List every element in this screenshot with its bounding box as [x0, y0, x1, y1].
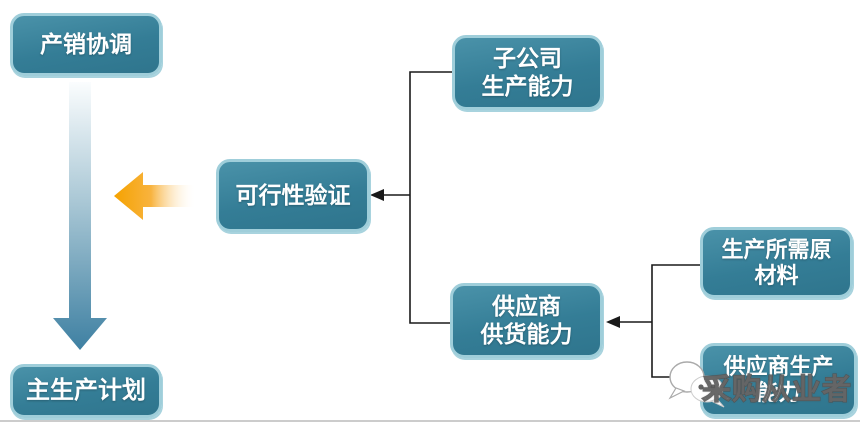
arrowhead-supplier: [606, 316, 620, 328]
node-feasibility-verification: 可行性验证: [216, 159, 370, 232]
node-subsidiary-production-capacity: 子公司 生产能力: [452, 35, 603, 110]
node-master-production-plan: 主生产计划: [10, 364, 162, 418]
connector-feasibility-bracket: [409, 71, 452, 324]
node-production-sales-coordination: 产销协调: [10, 13, 162, 76]
bottom-divider: [0, 420, 860, 422]
node-supplier-production-capacity: 供应商生产 能力: [700, 343, 857, 417]
watermark-text: 采购从业者: [701, 373, 853, 406]
orange-left-arrow: [114, 172, 196, 220]
arrowhead-feasibility: [370, 189, 384, 201]
down-block-arrow: [53, 82, 107, 350]
wechat-icon: [668, 361, 725, 408]
node-supplier-supply-capacity: 供应商 供货能力: [450, 283, 603, 358]
node-raw-materials-needed: 生产所需原 材料: [700, 227, 853, 298]
